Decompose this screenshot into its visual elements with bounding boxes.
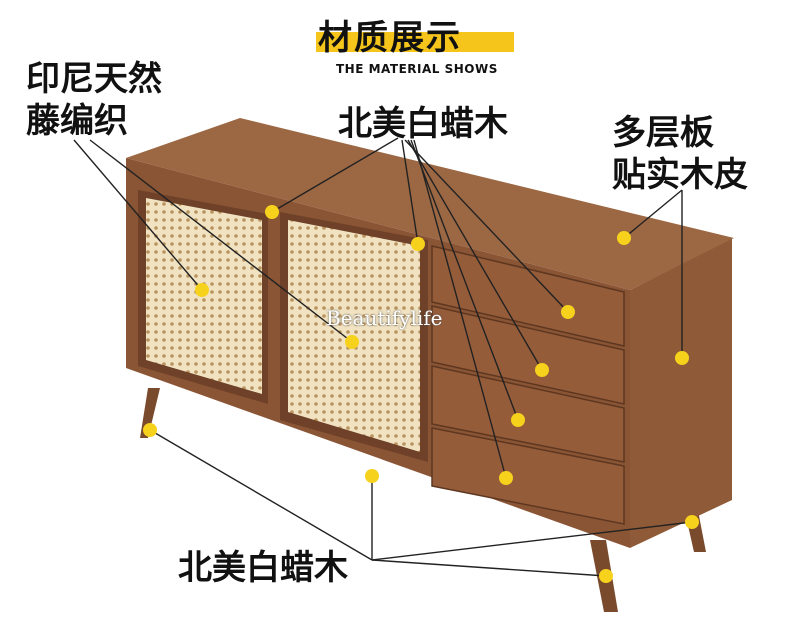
marker-top — [617, 231, 631, 245]
marker-drawer-2 — [535, 363, 549, 377]
marker-door-edge — [411, 237, 425, 251]
label-ash-top: 北美白蜡木 — [338, 104, 508, 144]
marker-drawer-4 — [499, 471, 513, 485]
title-highlight-bar — [316, 32, 514, 52]
label-rattan: 印尼天然 藤编织 — [26, 59, 162, 141]
marker-door-frame — [265, 205, 279, 219]
marker-side — [675, 351, 689, 365]
label-ash-bottom: 北美白蜡木 — [178, 548, 348, 588]
marker-rattan-center — [345, 335, 359, 349]
marker-leg-left — [143, 423, 157, 437]
page-title: 材质展示 — [318, 18, 462, 58]
marker-rattan-left — [195, 283, 209, 297]
material-markers — [143, 205, 699, 583]
marker-drawer-1 — [561, 305, 575, 319]
page-subtitle: THE MATERIAL SHOWS — [336, 62, 498, 76]
pointer-lines — [73, 137, 693, 577]
marker-drawer-3 — [511, 413, 525, 427]
cabinet-side — [630, 238, 732, 548]
marker-base — [365, 469, 379, 483]
marker-leg-right — [685, 515, 699, 529]
cabinet-top — [126, 118, 734, 290]
marker-leg-front — [599, 569, 613, 583]
watermark: Beautifylife — [326, 306, 443, 330]
label-plywood: 多层板 贴实木皮 — [612, 113, 748, 195]
drawers — [431, 245, 625, 525]
